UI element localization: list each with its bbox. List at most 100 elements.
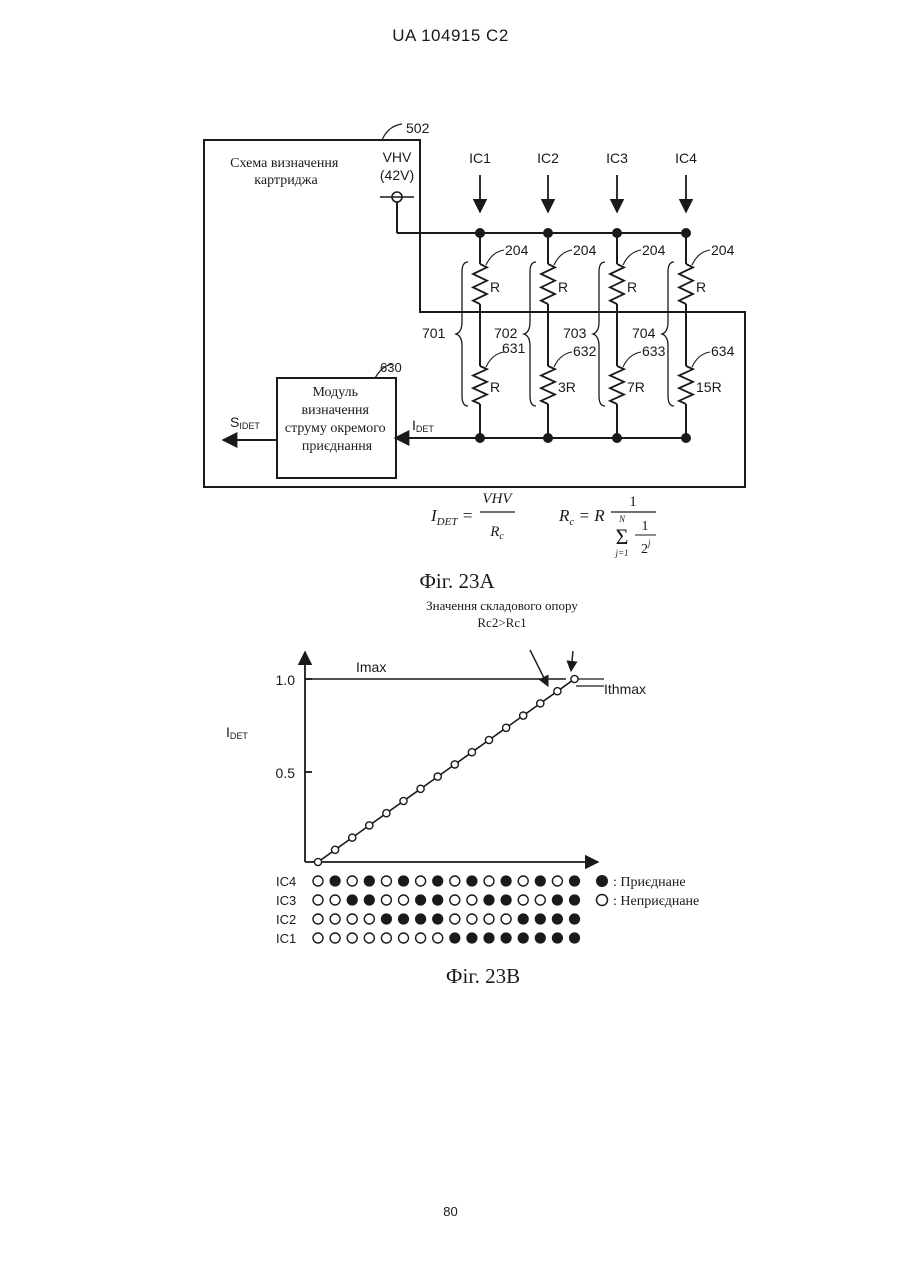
formula-rc-inner-den: 2j: [641, 538, 651, 557]
dot-connected: [364, 875, 375, 886]
dot-disconnected: [501, 914, 511, 924]
resistor-value: R: [490, 379, 500, 395]
row-label-ic4: IC4: [276, 874, 296, 889]
resistor-204-value: R: [696, 279, 706, 295]
dot-connected: [535, 932, 546, 943]
formula-rc-sigma: Σ: [616, 524, 629, 549]
column-ic1: IC1RR204631701: [422, 150, 529, 443]
junction-top: [612, 228, 622, 238]
legend-empty-label: : Неприєднане: [613, 894, 699, 909]
dot-connected: [381, 913, 392, 924]
group-brace: [524, 262, 536, 406]
group-brace: [662, 262, 674, 406]
resistor-204: [679, 264, 693, 304]
resistor-204-ref: 204: [505, 242, 529, 258]
dot-disconnected: [535, 895, 545, 905]
dot-connected: [552, 894, 563, 905]
data-point-12: [520, 712, 527, 719]
dot-connected: [347, 894, 358, 905]
data-point-8: [451, 761, 458, 768]
resistor-204-ref: 204: [573, 242, 597, 258]
data-point-4: [383, 810, 390, 817]
block-502-leader: [382, 124, 402, 140]
junction-bottom: [543, 433, 553, 443]
dot-disconnected: [330, 895, 340, 905]
dot-disconnected: [450, 876, 460, 886]
dot-disconnected: [433, 933, 443, 943]
module-label: Модуль визначення струму окремого приєдн…: [285, 385, 389, 454]
group-brace: [456, 262, 468, 406]
column-ic4: IC4R15R204634704: [632, 150, 735, 443]
data-point-13: [537, 700, 544, 707]
dot-connected: [466, 932, 477, 943]
legend: : Приєднане : Неприєднане: [596, 875, 699, 909]
formula-rc-lhs: Rc = R: [558, 506, 605, 528]
junction-top: [475, 228, 485, 238]
resistor-ref: 631: [502, 340, 526, 356]
dot-disconnected: [313, 933, 323, 943]
resistor-value: 15R: [696, 379, 722, 395]
dot-disconnected: [381, 895, 391, 905]
junction-bottom: [612, 433, 622, 443]
dot-connected: [330, 875, 341, 886]
data-point-11: [503, 724, 510, 731]
current-label: IDET: [412, 417, 434, 434]
resistor-204-ref: 204: [711, 242, 735, 258]
resistor-204: [541, 264, 555, 304]
ic-label: IC3: [606, 150, 628, 166]
module-630-ref: 630: [380, 360, 402, 375]
formulas: IDET = VHV Rc Rc = R 1 N Σ j=1 1 2j: [430, 491, 656, 558]
dot-connected: [569, 894, 580, 905]
resistor-633: [610, 366, 624, 404]
ithmax-label: Ithmax: [604, 681, 646, 697]
dot-connected: [398, 875, 409, 886]
formula-idet-lhs: IDET =: [430, 506, 473, 528]
resistor-value: 3R: [558, 379, 576, 395]
dot-connected: [483, 932, 494, 943]
dot-disconnected: [330, 914, 340, 924]
dot-disconnected: [364, 933, 374, 943]
junction-bottom: [475, 433, 485, 443]
legend-empty-marker: [597, 895, 608, 906]
junction-top: [543, 228, 553, 238]
dot-disconnected: [399, 933, 409, 943]
column-ic2: IC2R3R204632702: [494, 150, 597, 443]
dot-connected: [501, 932, 512, 943]
series-line: [318, 679, 575, 862]
legend-filled-label: : Приєднане: [613, 875, 686, 890]
formula-rc-sum-top: N: [618, 514, 626, 524]
row-label-ic3: IC3: [276, 893, 296, 908]
dot-connected: [466, 875, 477, 886]
dot-connected: [415, 894, 426, 905]
group-ref: 703: [563, 325, 587, 341]
column-ic3: IC3R7R204633703: [563, 150, 666, 443]
dot-disconnected: [347, 933, 357, 943]
dot-disconnected: [450, 914, 460, 924]
dot-connected: [432, 913, 443, 924]
dot-connected: [364, 894, 375, 905]
page-number: 80: [0, 1204, 901, 1219]
resistor-632: [541, 366, 555, 404]
resistor-204-value: R: [627, 279, 637, 295]
ic-label: IC1: [469, 150, 491, 166]
chart-series: [314, 675, 578, 865]
fig23a-text: 502 Схема визначення картриджа VHV (42V)…: [230, 120, 434, 454]
dot-disconnected: [467, 914, 477, 924]
dot-disconnected: [330, 933, 340, 943]
dot-disconnected: [518, 895, 528, 905]
dot-connected: [432, 894, 443, 905]
block-502-ref: 502: [406, 120, 430, 136]
formula-rc-num: 1: [629, 494, 637, 510]
dot-connected: [415, 913, 426, 924]
dot-connected: [501, 894, 512, 905]
dot-disconnected: [399, 895, 409, 905]
resistor-columns: IC1RR204631701IC2R3R204632702IC3R7R20463…: [422, 150, 735, 443]
data-point-6: [417, 785, 424, 792]
ic-label: IC2: [537, 150, 559, 166]
resistor-value: 7R: [627, 379, 645, 395]
group-ref: 702: [494, 325, 518, 341]
block-label: Схема визначення картриджа: [230, 156, 342, 188]
data-point-3: [366, 822, 373, 829]
resistor-634: [679, 366, 693, 404]
